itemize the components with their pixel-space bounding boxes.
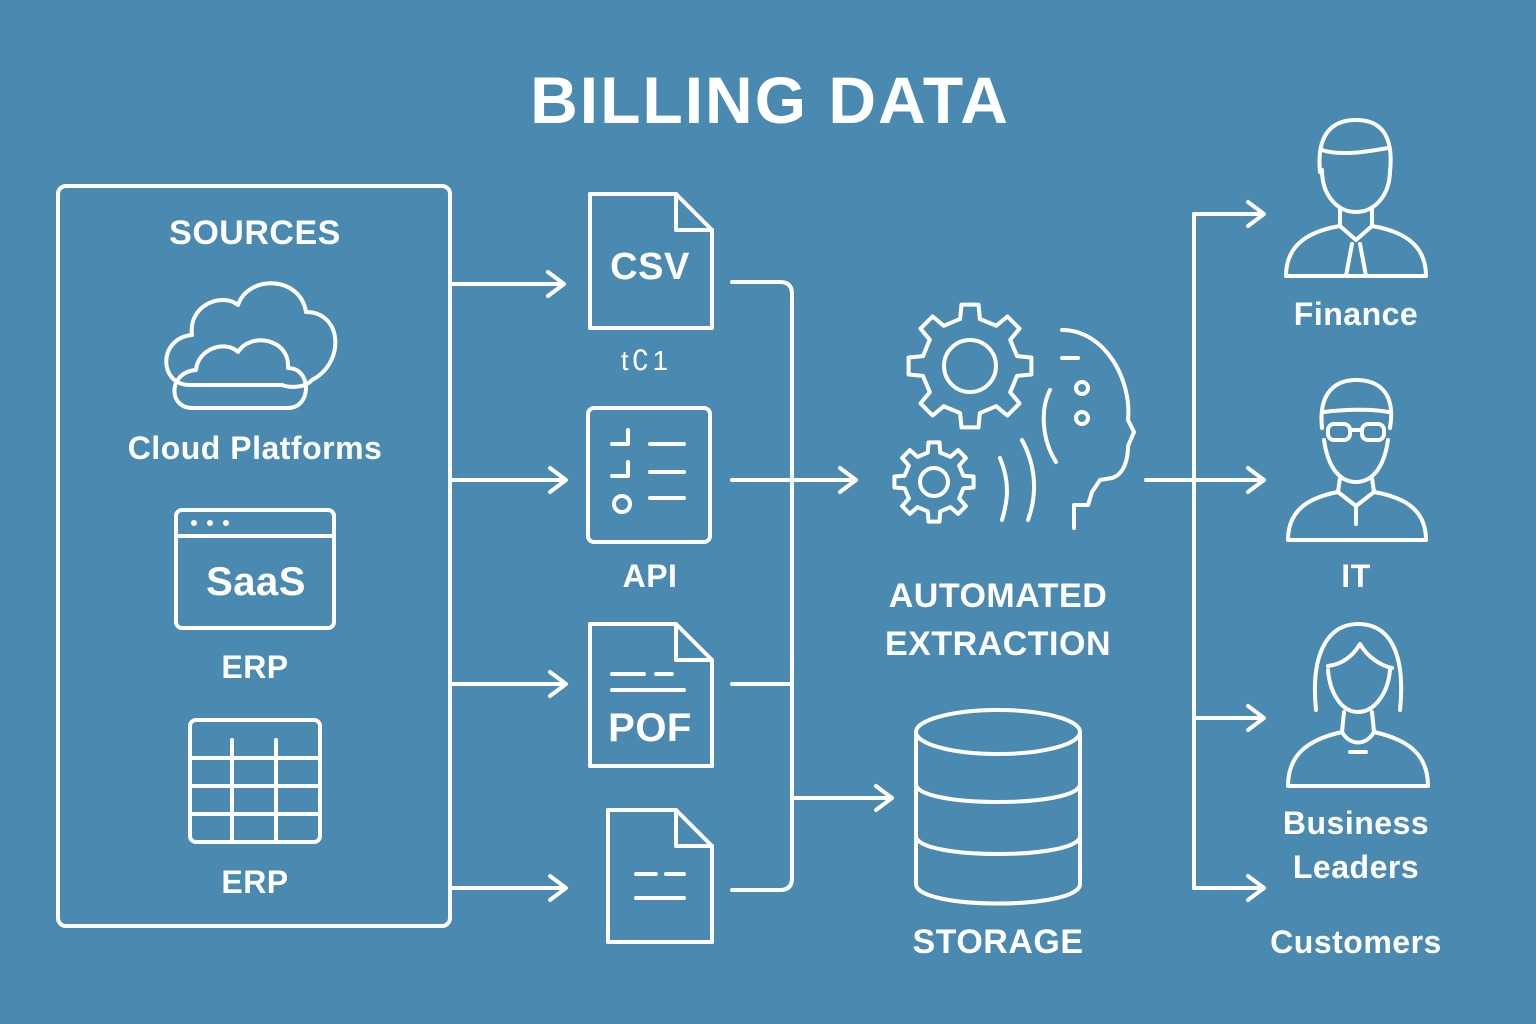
- to-storage-arrow: [790, 784, 894, 812]
- csv-inner-text: CSV: [610, 246, 690, 288]
- man-tie-icon: [1284, 118, 1428, 278]
- to-processing-arrow: [790, 466, 858, 494]
- format-collector-bracket: [730, 280, 794, 892]
- automated-extraction-label-line1: AUTOMATED: [888, 577, 1108, 615]
- storage-label: STORAGE: [912, 923, 1084, 961]
- big-gear-outline: [906, 302, 1034, 430]
- sources-panel: [56, 184, 452, 928]
- csv-document-icon: [588, 192, 714, 330]
- cloud-icon: [164, 281, 338, 410]
- customers-label: Customers: [1270, 924, 1442, 960]
- cloud-platforms-label: Cloud Platforms: [127, 430, 383, 466]
- pdf-document-icon: [588, 622, 714, 768]
- browser-window-icon: [174, 508, 336, 630]
- erp-label-1: ERP: [221, 649, 289, 685]
- finance-label: Finance: [1293, 296, 1419, 332]
- business-leaders-label-line2: Leaders: [1292, 849, 1420, 885]
- source-to-format-arrows: [450, 270, 568, 902]
- database-icon: [914, 708, 1082, 906]
- small-gear-outline: [892, 440, 976, 524]
- spreadsheet-grid-icon: [188, 718, 322, 844]
- sources-heading: SOURCES: [169, 214, 341, 252]
- woman-icon: [1286, 622, 1430, 788]
- erp-label-2: ERP: [221, 864, 289, 900]
- man-glasses-icon: [1286, 378, 1428, 542]
- gears-head-icon: [892, 302, 1136, 530]
- saas-inner-text: SaaS: [206, 560, 306, 604]
- document-icon: [606, 808, 714, 944]
- business-leaders-label-line1: Business: [1282, 805, 1430, 841]
- it-label: IT: [1341, 558, 1371, 594]
- pdf-inner-text: POF: [608, 706, 692, 750]
- consumer-distributor: [1192, 200, 1266, 902]
- page-title: BILLING DATA: [530, 63, 1010, 137]
- csv-sub-label: t∁1: [620, 345, 672, 376]
- api-document-icon: [586, 406, 712, 544]
- automated-extraction-label-line2: EXTRACTION: [885, 625, 1111, 663]
- api-label: API: [622, 558, 678, 594]
